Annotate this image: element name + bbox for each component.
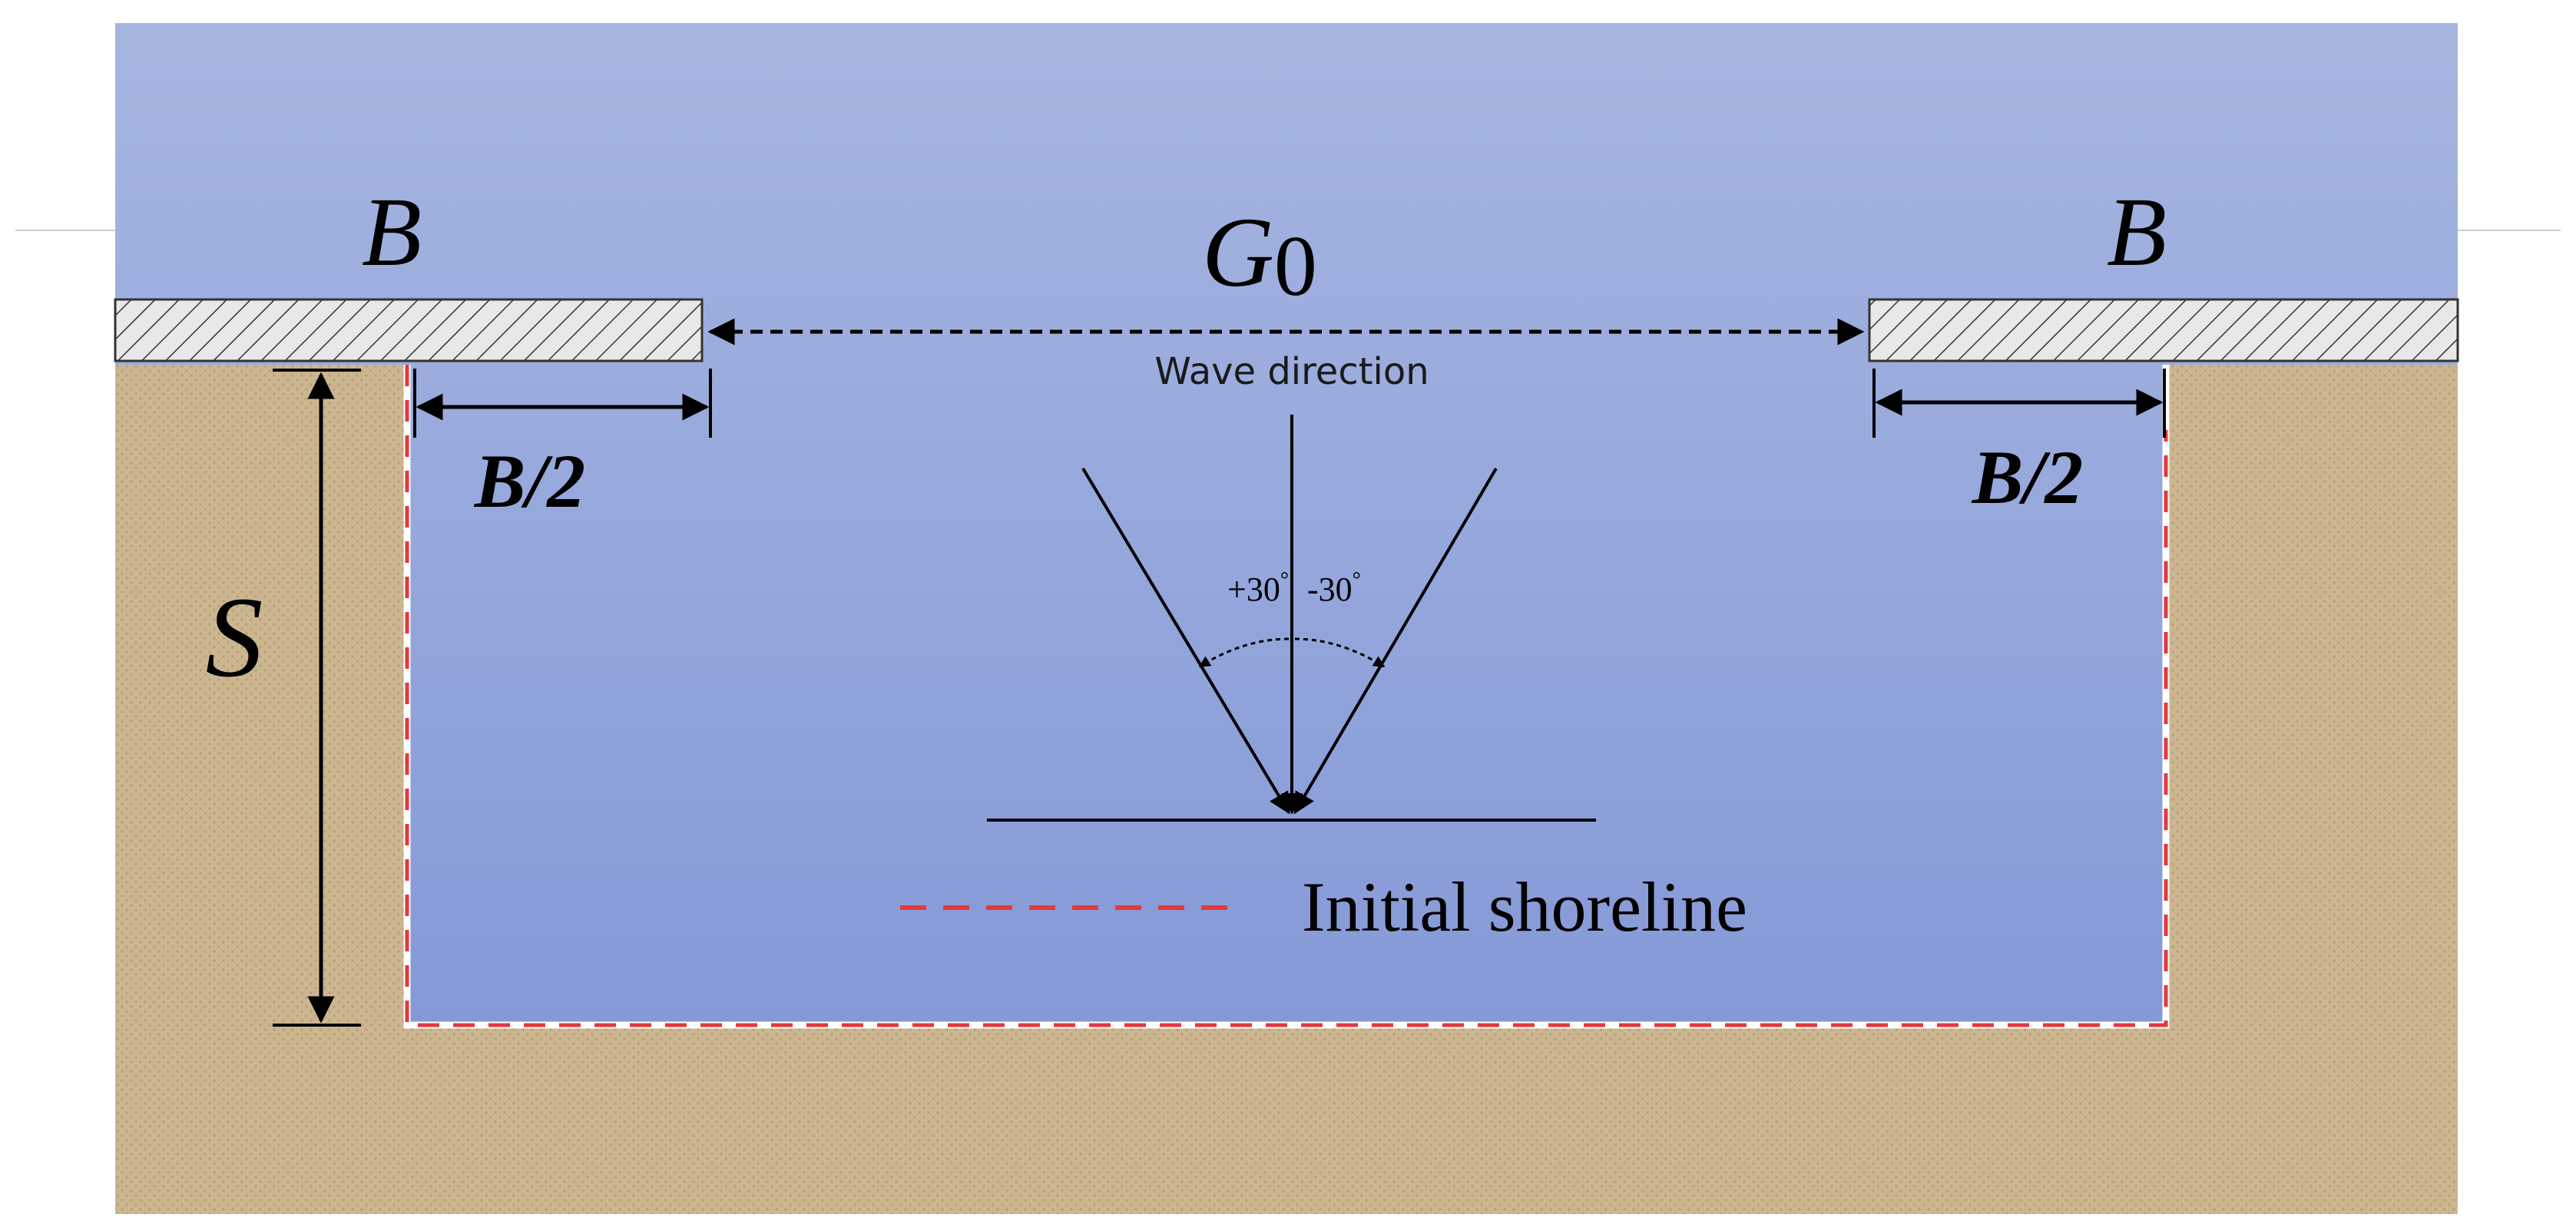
label-gap: G0: [1202, 197, 1317, 314]
breakwater-right: [1868, 298, 2459, 362]
label-b-left: B: [362, 177, 422, 286]
label-spacing: S: [206, 574, 263, 701]
wave-direction-label: Wave direction: [1154, 350, 1429, 393]
legend-shoreline-label: Initial shoreline: [1302, 868, 1747, 946]
angle-plus-degree: °: [1280, 568, 1289, 592]
label-gap-sub: 0: [1274, 219, 1317, 314]
breakwater-left: [114, 298, 704, 362]
wave-arrow-minus30: [1293, 467, 1498, 815]
label-half-right: B/2: [1972, 435, 2083, 520]
sea-area: [115, 23, 2458, 1025]
label-gap-main: G: [1202, 197, 1274, 308]
angle-label-plus: +30°: [1227, 568, 1289, 608]
angle-arc-plus: [1198, 637, 1290, 668]
label-half-left: B/2: [474, 438, 585, 524]
angle-minus-value: -30: [1307, 571, 1353, 608]
initial-shoreline: [405, 365, 2168, 1027]
angle-arc-minus: [1294, 637, 1386, 668]
angle-plus-value: +30: [1227, 571, 1280, 608]
wave-arrow-plus30: [1081, 467, 1290, 815]
angle-minus-degree: °: [1353, 568, 1361, 592]
angle-label-minus: -30°: [1307, 568, 1361, 608]
label-b-right: B: [2107, 177, 2167, 286]
